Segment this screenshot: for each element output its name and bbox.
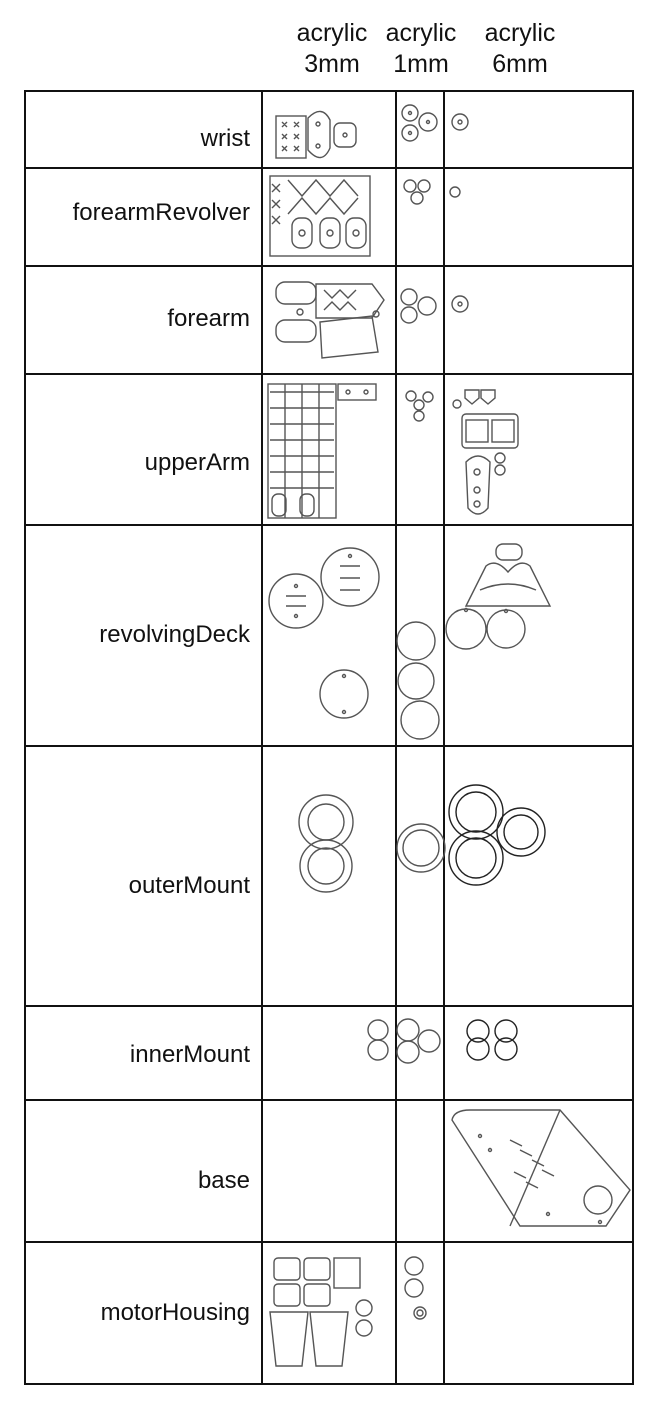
upper-arm-6mm-parts: [452, 389, 519, 515]
row-label-revolving-deck: revolvingDeck: [99, 621, 250, 648]
motor-housing-1mm-parts: [404, 1256, 427, 1320]
base-6mm-parts: [451, 1109, 631, 1227]
column-header-3mm: acrylic 3mm: [282, 18, 382, 80]
forearm-revolver-3mm-parts: [269, 175, 371, 257]
inner-mount-6mm-parts: [466, 1019, 518, 1061]
wrist-1mm-parts: [401, 104, 438, 142]
column-header-line2: 3mm: [304, 50, 360, 78]
revolving-deck-6mm-parts: [445, 543, 552, 650]
forearm-3mm-parts: [275, 281, 385, 359]
motor-housing-3mm-parts: [269, 1257, 373, 1367]
row-label-base: base: [197, 1167, 250, 1194]
row-label-wrist: wrist: [200, 125, 250, 152]
inner-mount-1mm-parts: [396, 1018, 441, 1064]
forearm-revolver-1mm-parts: [403, 179, 431, 205]
column-header-6mm: acrylic 6mm: [470, 18, 570, 80]
row-label-outer-mount: outerMount: [128, 872, 250, 899]
column-header-line1: acrylic: [484, 19, 556, 47]
forearm-6mm-parts: [451, 295, 469, 313]
wrist-3mm-parts: [275, 110, 357, 159]
column-header-line2: 6mm: [492, 50, 548, 78]
forearm-1mm-parts: [400, 288, 437, 324]
row-label-motor-housing: motorHousing: [100, 1299, 250, 1326]
inner-mount-3mm-parts: [367, 1019, 389, 1061]
outer-mount-3mm-parts: [298, 794, 354, 893]
table-grid: [24, 90, 634, 1385]
wrist-6mm-parts: [451, 113, 469, 131]
upper-arm-3mm-parts: [267, 383, 377, 519]
row-label-upper-arm: upperArm: [144, 449, 250, 476]
upper-arm-1mm-parts: [405, 390, 434, 422]
column-header-line1: acrylic: [296, 19, 368, 47]
forearm-revolver-6mm-parts: [449, 186, 461, 198]
outer-mount-1mm-parts: [396, 823, 446, 873]
column-header-1mm: acrylic 1mm: [374, 18, 468, 80]
outer-mount-6mm-parts: [448, 784, 546, 886]
revolving-deck-1mm-parts: [396, 621, 440, 740]
row-label-inner-mount: innerMount: [129, 1041, 250, 1068]
column-header-line2: 1mm: [393, 50, 449, 78]
revolving-deck-3mm-parts: [268, 547, 380, 719]
column-header-line1: acrylic: [385, 19, 457, 47]
row-label-forearm: forearm: [167, 305, 250, 332]
row-label-forearm-revolver: forearmRevolver: [72, 199, 250, 226]
